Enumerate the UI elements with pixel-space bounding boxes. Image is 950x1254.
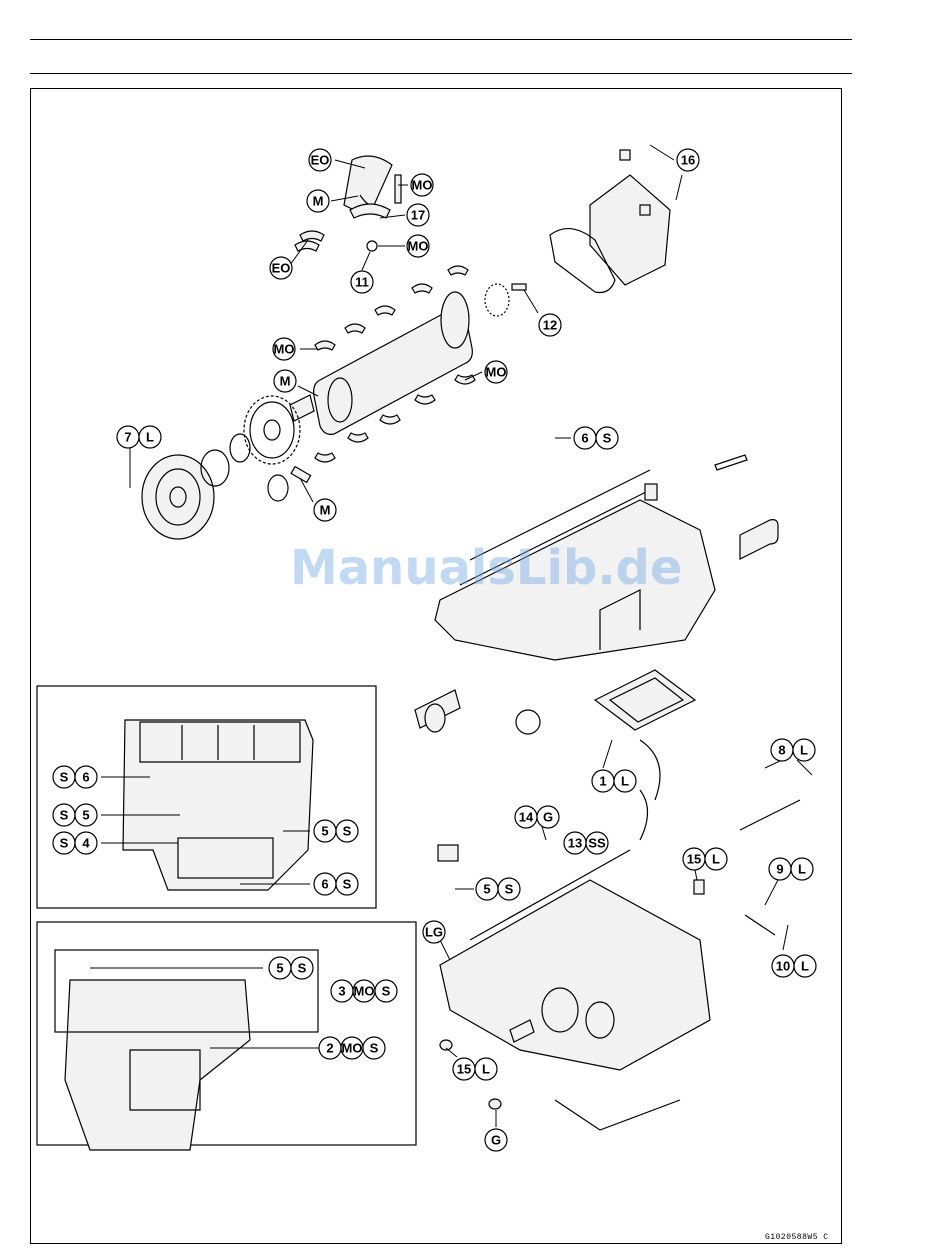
callout-lg: LG (423, 921, 445, 943)
callout-text: MO (342, 1041, 363, 1056)
callout-text: 5 (82, 808, 89, 823)
pickup-cover (550, 150, 670, 293)
callout-15l-right: 15 L (683, 848, 727, 870)
callout-text: L (801, 959, 809, 974)
callout-text: G (491, 1133, 501, 1148)
callout-17: 17 (407, 204, 429, 226)
watermark: ManualsLib.de (290, 540, 670, 596)
callout-text: EO (272, 261, 291, 276)
callout-text: L (482, 1062, 490, 1077)
callout-text: 15 (457, 1062, 471, 1077)
figure-code: G1020588W5 C (765, 1233, 829, 1242)
callout-m-crank: M (274, 370, 296, 392)
callout-text: 3 (338, 984, 345, 999)
callout-text: 5 (483, 882, 490, 897)
callout-text: 5 (321, 824, 328, 839)
callout-text: MO (408, 239, 429, 254)
flywheel-rotor (130, 434, 311, 539)
callout-text: S (603, 431, 612, 446)
callout-mo-2: MO (407, 235, 429, 257)
callout-12: 12 (539, 314, 561, 336)
callout-text: LG (425, 925, 443, 940)
callout-text: 12 (543, 318, 557, 333)
callout-text: M (320, 503, 331, 518)
callout-text: 6 (581, 431, 588, 446)
callout-text: L (146, 430, 154, 445)
callout-text: 6 (82, 770, 89, 785)
callout-14g: 14 G (515, 806, 559, 828)
callout-11: 11 (351, 271, 373, 293)
callout-text: EO (311, 153, 330, 168)
callout-eo-top: EO (309, 149, 331, 171)
timing-rotor (485, 284, 526, 316)
callout-text: 1 (599, 774, 606, 789)
bearing-inserts-top (295, 231, 324, 251)
callout-text: 10 (776, 959, 790, 974)
callout-text: 4 (82, 836, 90, 851)
callout-eo-left: EO (270, 257, 292, 279)
callout-text: S (370, 1041, 379, 1056)
callout-text: L (800, 743, 808, 758)
callout-text: L (621, 774, 629, 789)
callout-text: 11 (355, 275, 369, 290)
callout-text: M (280, 374, 291, 389)
callout-text: 14 (519, 810, 534, 825)
callout-text: SS (588, 836, 606, 851)
callout-text: S (343, 877, 352, 892)
callout-text: G (543, 810, 553, 825)
callout-text: L (712, 852, 720, 867)
callout-m-bottom: M (314, 499, 336, 521)
callout-text: 9 (776, 862, 783, 877)
callout-1l: 1L (592, 770, 636, 792)
oil-pipes (640, 740, 800, 935)
callout-text: M (313, 194, 324, 209)
callout-text: S (60, 808, 69, 823)
callout-text: S (382, 984, 391, 999)
callout-m-top: M (307, 190, 329, 212)
callout-text: MO (412, 178, 433, 193)
callout-text: S (505, 882, 514, 897)
callout-text: 2 (326, 1041, 333, 1056)
callout-mo-3: MO (273, 338, 295, 360)
connecting-rod (344, 156, 401, 251)
callout-3mos: 3 MO S (331, 980, 397, 1002)
callout-text: S (298, 961, 307, 976)
callout-text: MO (274, 342, 295, 357)
callout-16: 16 (677, 149, 699, 171)
callout-text: MO (486, 365, 507, 380)
callout-text: S (60, 836, 69, 851)
callout-g: G (485, 1129, 507, 1151)
callout-text: 16 (681, 153, 695, 168)
callout-text: 13 (568, 836, 582, 851)
callout-text: 17 (411, 208, 425, 223)
callout-text: S (60, 770, 69, 785)
callout-text: MO (354, 984, 375, 999)
callout-text: 15 (687, 852, 701, 867)
callout-text: 7 (124, 430, 131, 445)
callout-text: L (798, 862, 806, 877)
callout-13ss: 13 SS (564, 832, 608, 854)
callout-text: 6 (321, 877, 328, 892)
oil-screen-plate (595, 670, 695, 730)
callout-2mos: 2 MO S (319, 1037, 385, 1059)
callout-mo-1: MO (411, 174, 433, 196)
callout-10l: 10 L (772, 955, 816, 977)
callout-text: 8 (778, 743, 785, 758)
callout-mo-4: MO (485, 361, 507, 383)
callout-15l-left: 15 L (453, 1058, 497, 1080)
callout-text: S (343, 824, 352, 839)
callout-text: 5 (276, 961, 283, 976)
